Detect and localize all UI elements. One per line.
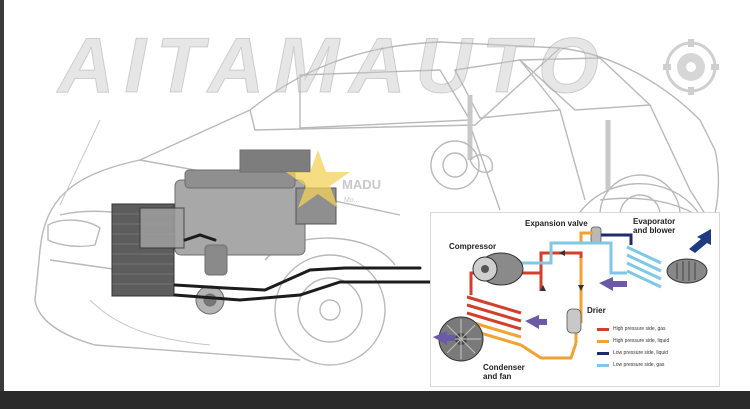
- label-drier: Drier: [587, 306, 606, 315]
- ac-schematic-inset: Expansion valve Evaporator and blower Co…: [430, 212, 720, 387]
- watermark-text: AITAMAUTO: [58, 21, 609, 109]
- gear-logo-icon: [663, 39, 719, 95]
- blower-icon: [666, 258, 708, 284]
- airflow-out-arrow-icon: [689, 229, 711, 253]
- label-compressor: Compressor: [449, 242, 497, 251]
- legend-label: Low pressure side, gas: [613, 362, 665, 368]
- condenser-exit-arrow-icon: [525, 315, 547, 329]
- legend-swatch: [597, 364, 609, 367]
- condenser-fan-icon: [438, 316, 484, 362]
- ac-schematic-diagram: [433, 226, 711, 362]
- label-condenser: Condenser and fan: [483, 363, 525, 381]
- legend-label: High pressure side, liquid: [613, 338, 670, 344]
- expansion-valve-icon: [590, 226, 602, 244]
- overlay-logo-tagline: Mo...: [344, 197, 360, 204]
- legend-label: High pressure side, gas: [613, 326, 666, 332]
- legend-label: Low pressure side, liquid: [613, 350, 669, 356]
- legend-swatch: [597, 352, 609, 355]
- overlay-star-logo: [286, 150, 350, 208]
- legend-item: Low pressure side, liquid: [597, 349, 715, 357]
- legend-swatch: [597, 340, 609, 343]
- label-expansion-valve: Expansion valve: [525, 219, 588, 228]
- label-evaporator: Evaporator and blower: [633, 217, 676, 235]
- overlay-logo-text: MADU: [342, 177, 381, 192]
- evaporator-coil: [626, 245, 662, 289]
- legend-item: High pressure side, liquid: [597, 337, 715, 345]
- drier-icon: [566, 308, 582, 334]
- condenser-coil: [466, 295, 522, 331]
- condenser-air-arrow-icon: [433, 331, 455, 345]
- legend-item: High pressure side, gas: [597, 325, 715, 333]
- frame-bottom-bar: [0, 391, 750, 409]
- compressor-icon: [472, 252, 524, 286]
- legend-swatch: [597, 328, 609, 331]
- airflow-in-arrow-icon: [599, 277, 627, 291]
- frame-left-edge: [0, 0, 4, 409]
- legend-item: Low pressure side, gas: [597, 361, 715, 369]
